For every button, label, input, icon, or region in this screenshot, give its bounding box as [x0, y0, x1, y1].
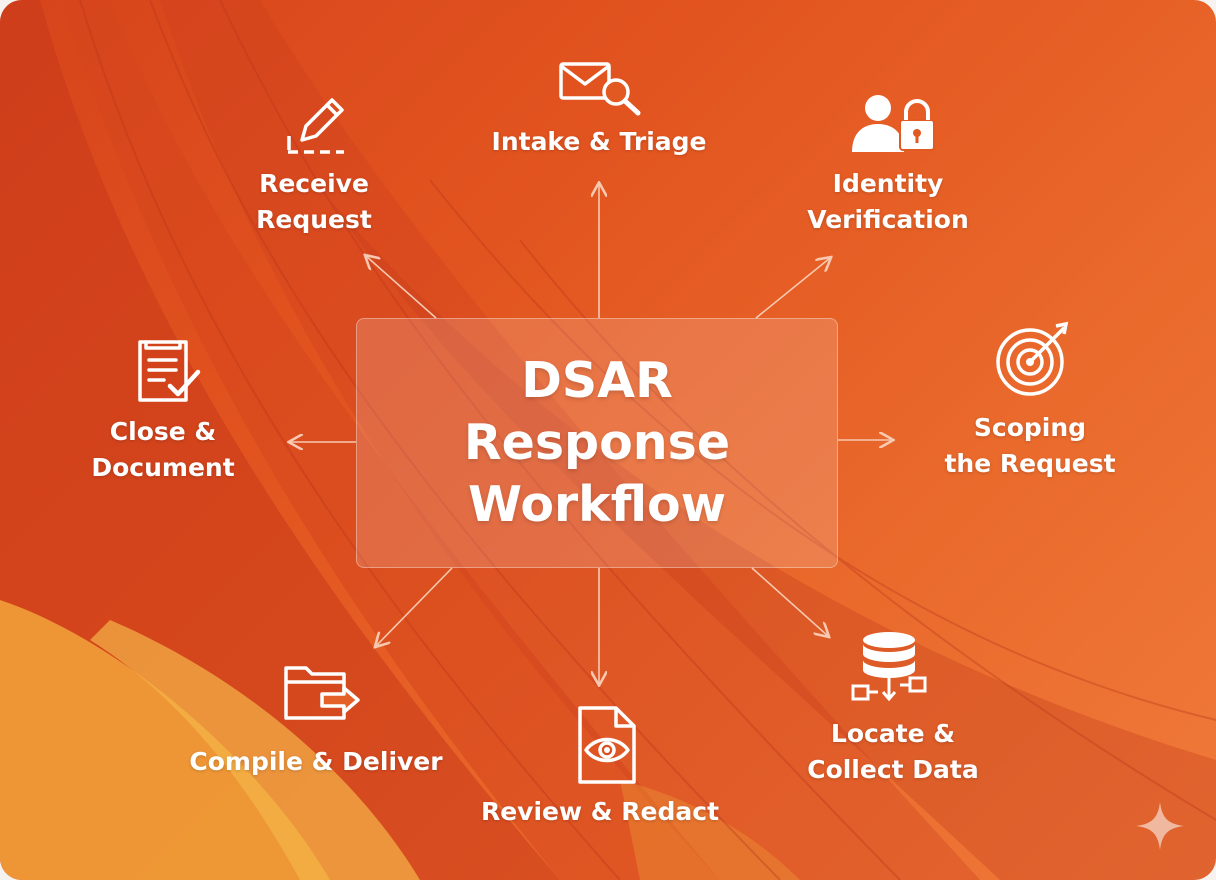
center-box: DSAR Response Workflow	[356, 318, 838, 568]
node-label-review: Review & Redact	[480, 797, 720, 826]
user-lock-icon	[852, 95, 935, 152]
node-label-identity: Identity Verification	[807, 169, 969, 234]
node-label-compile: Compile & Deliver	[189, 747, 443, 776]
arrow-to-identity	[755, 258, 830, 319]
center-title: DSAR Response Workflow	[463, 352, 731, 533]
database-icon	[851, 632, 927, 702]
sparkle-watermark-icon	[1136, 802, 1184, 850]
arrow-to-locate	[751, 567, 828, 636]
node-label-locate: Locate & Collect Data	[807, 719, 979, 784]
target-icon	[996, 321, 1069, 396]
document-eye-icon	[578, 706, 636, 784]
node-label-scoping: Scoping the Request	[944, 413, 1116, 478]
folder-export-icon	[284, 666, 360, 720]
envelope-search-icon	[559, 62, 641, 116]
node-label-receive: Receive Request	[256, 169, 372, 234]
arrow-to-compile	[376, 567, 453, 646]
checklist-document-icon	[138, 340, 201, 402]
node-label-close: Close & Document	[91, 417, 235, 482]
node-label-intake: Intake & Triage	[491, 127, 707, 156]
pencil-signature-icon	[287, 98, 344, 154]
arrow-to-receive	[366, 256, 437, 319]
